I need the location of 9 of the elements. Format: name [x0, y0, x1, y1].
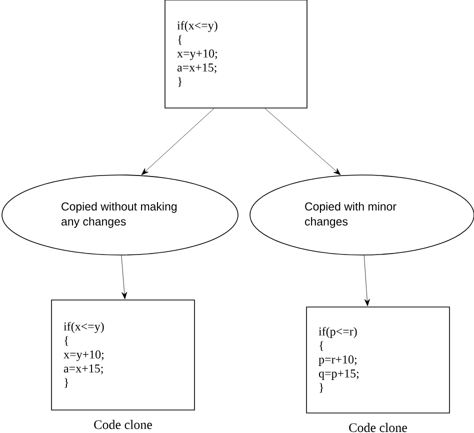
code-box: if(x<=y) { x=y+10; a=x+15; }: [51, 300, 195, 410]
node-label: Code clone: [349, 422, 407, 432]
code-box: if(x<=y) { x=y+10; a=x+15; }: [164, 0, 308, 108]
code-box: if(p<=r) { p=r+10; q=p+15; }: [306, 306, 450, 414]
arrow: [121, 255, 128, 300]
arrow: [141, 108, 214, 176]
arrow: [264, 108, 341, 176]
node-label: Code clone: [94, 420, 152, 430]
arrow: [364, 255, 370, 306]
